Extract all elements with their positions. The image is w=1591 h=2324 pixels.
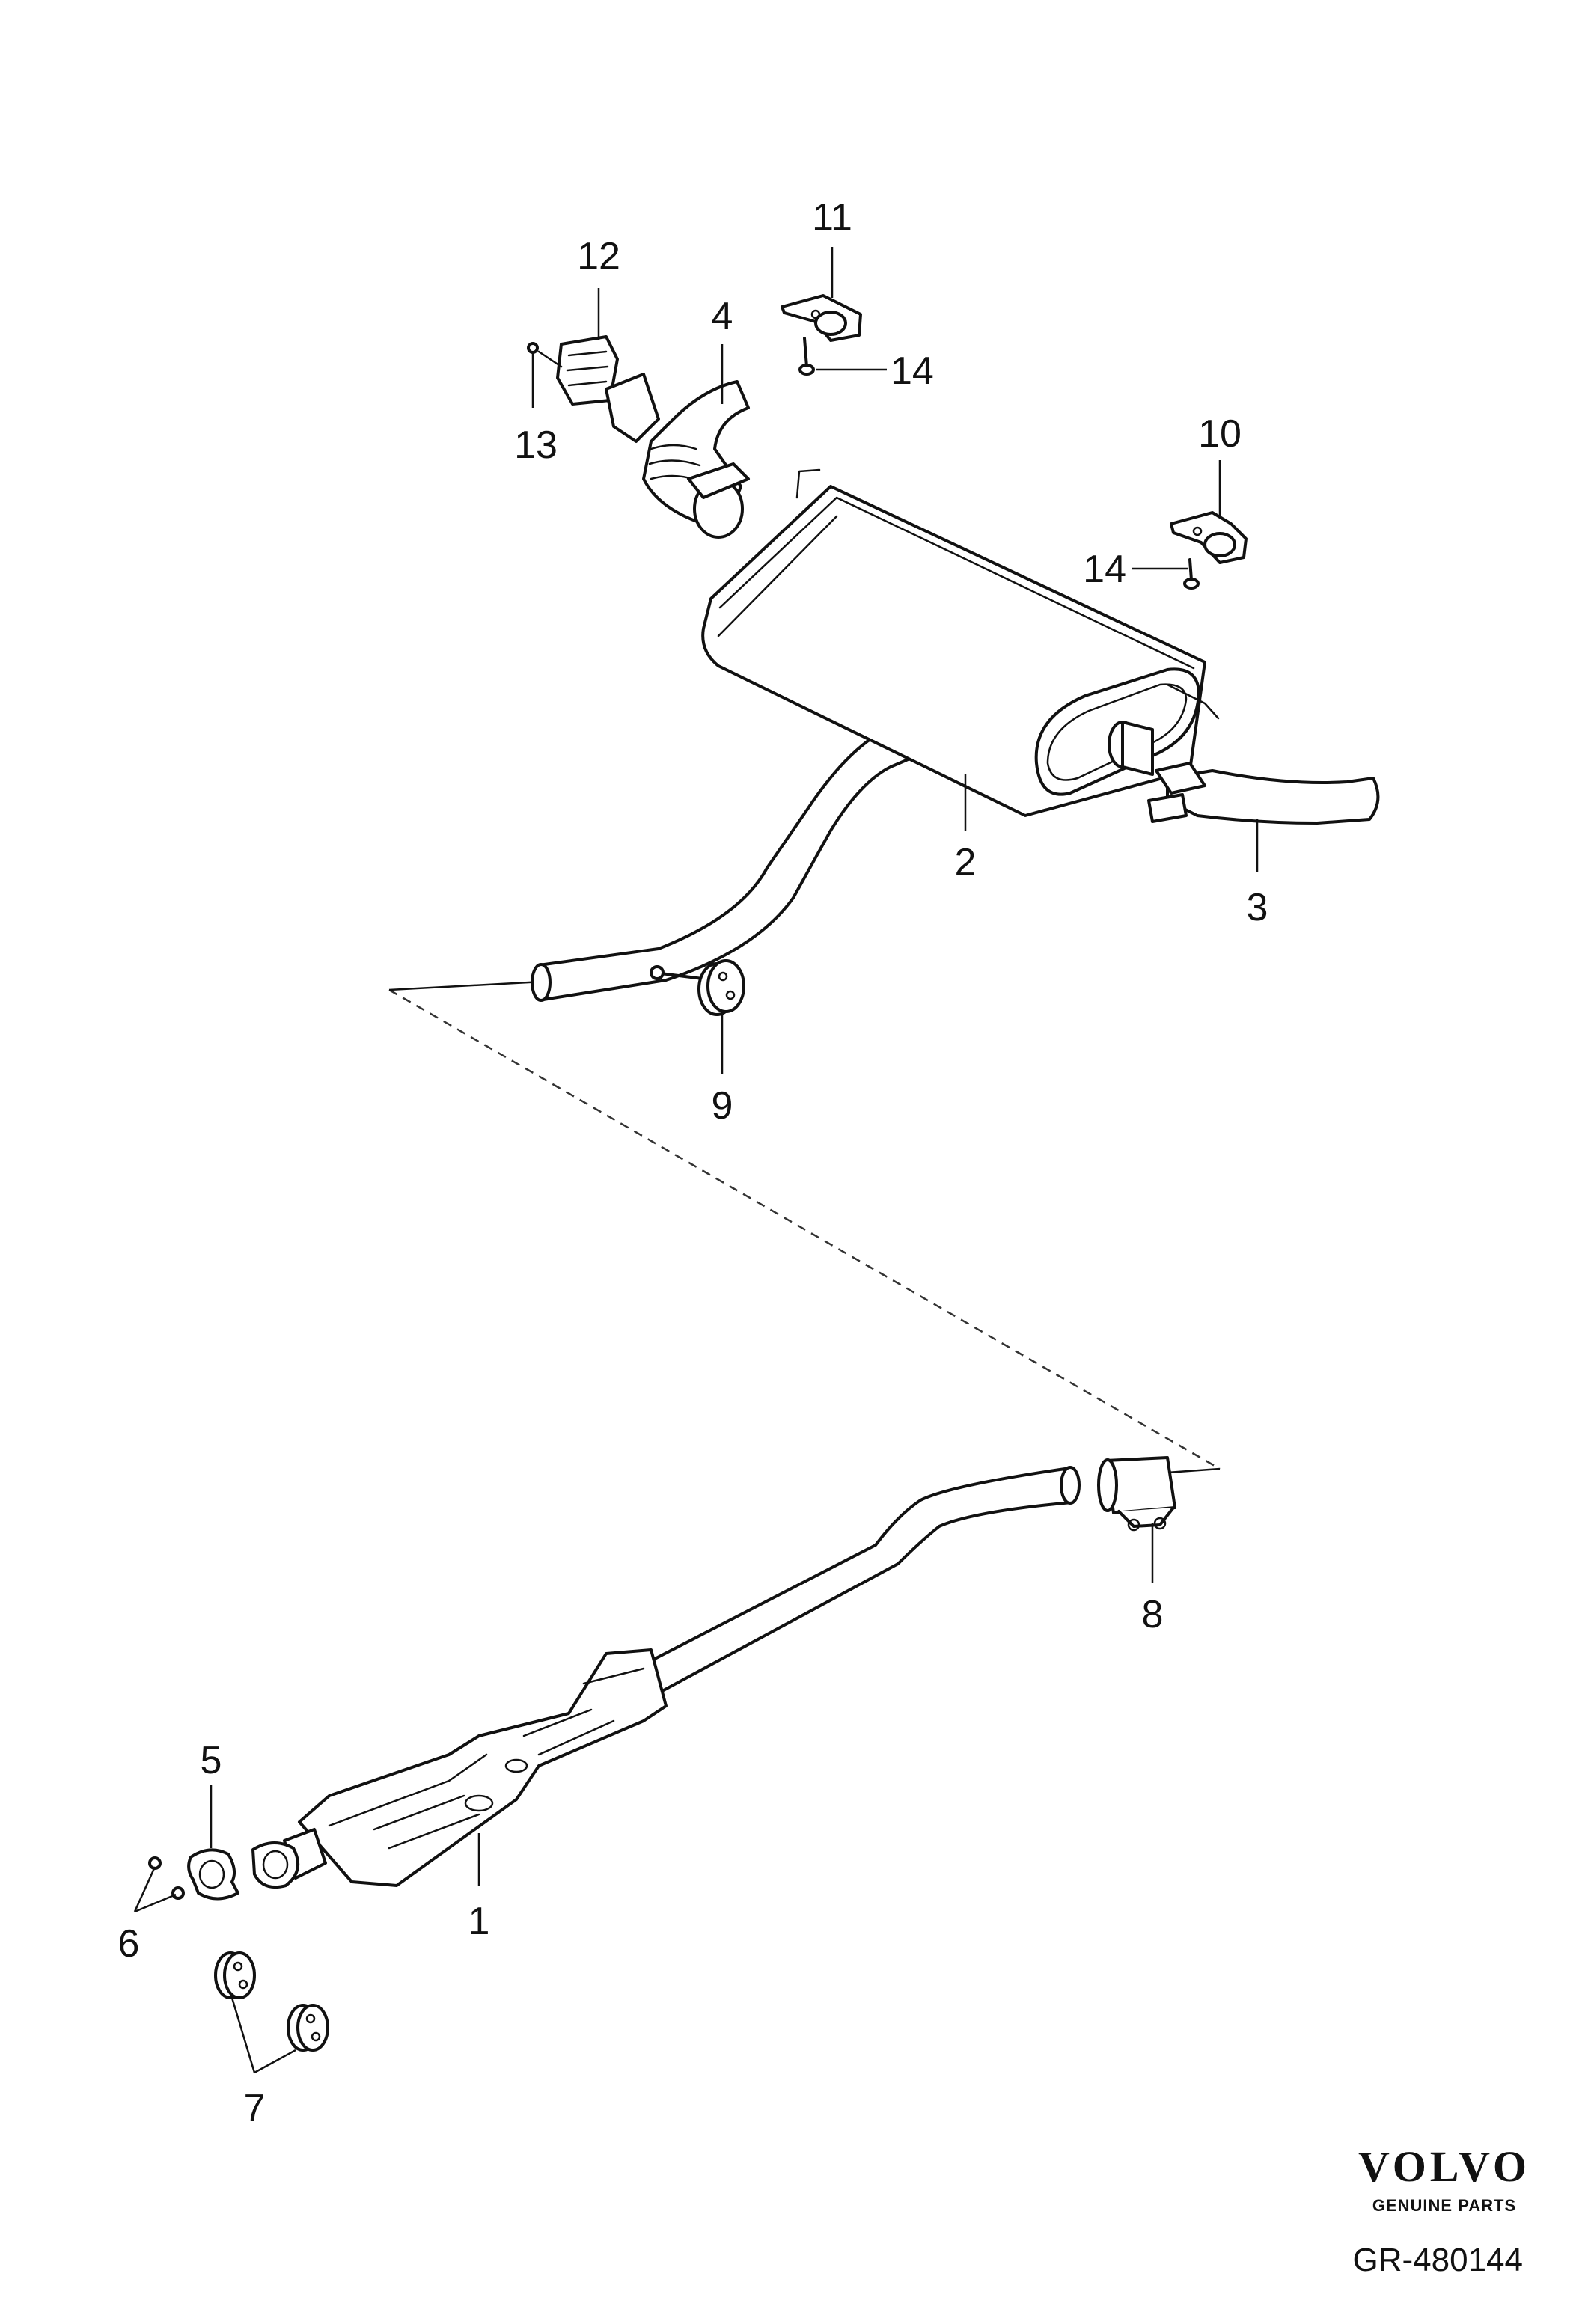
- volvo-logo: VOLVO: [1358, 2142, 1530, 2191]
- callout-9: 9: [712, 1084, 733, 1128]
- callout-14-upper: 14: [891, 349, 934, 393]
- callout-8: 8: [1142, 1593, 1164, 1636]
- rubber-hangers-7: [214, 1951, 329, 2052]
- hanger-bracket-11: [781, 294, 862, 376]
- hanger-bracket-10: [1170, 511, 1248, 590]
- rubber-hanger-9: [697, 959, 745, 1016]
- callout-labels: 11 12 4 14 13 10 14 2 3 9 8 5 1 6 7: [118, 196, 1268, 2130]
- callout-3: 3: [1247, 886, 1268, 929]
- brand-block: VOLVO GENUINE PARTS GR-480144: [1353, 2142, 1530, 2278]
- leader-lines: [133, 247, 1259, 2074]
- callout-2: 2: [955, 841, 977, 884]
- callout-12: 12: [577, 235, 620, 278]
- front-silencer-pipe: [251, 1466, 1081, 1889]
- callout-13: 13: [514, 423, 558, 467]
- callout-4: 4: [712, 295, 733, 338]
- callout-14-lower: 14: [1083, 548, 1126, 591]
- callout-10: 10: [1198, 412, 1242, 456]
- valve-actuator: [527, 335, 660, 443]
- tail-pipe: [1147, 762, 1380, 825]
- flex-pipe: [642, 380, 750, 539]
- callout-5: 5: [201, 1739, 222, 1782]
- pipe-clamp-8: [1097, 1456, 1176, 1532]
- diagram-reference: GR-480144: [1353, 2242, 1523, 2278]
- connection-line: [388, 980, 1221, 1474]
- callout-6: 6: [118, 1922, 140, 1966]
- callout-7: 7: [244, 2087, 266, 2130]
- flange-gasket-5: [187, 1848, 239, 1901]
- nuts-6: [148, 1856, 185, 1900]
- callout-11: 11: [812, 196, 852, 239]
- genuine-parts-label: GENUINE PARTS: [1372, 2196, 1516, 2215]
- callout-1: 1: [468, 1900, 490, 1943]
- rear-silencer: [531, 468, 1220, 1002]
